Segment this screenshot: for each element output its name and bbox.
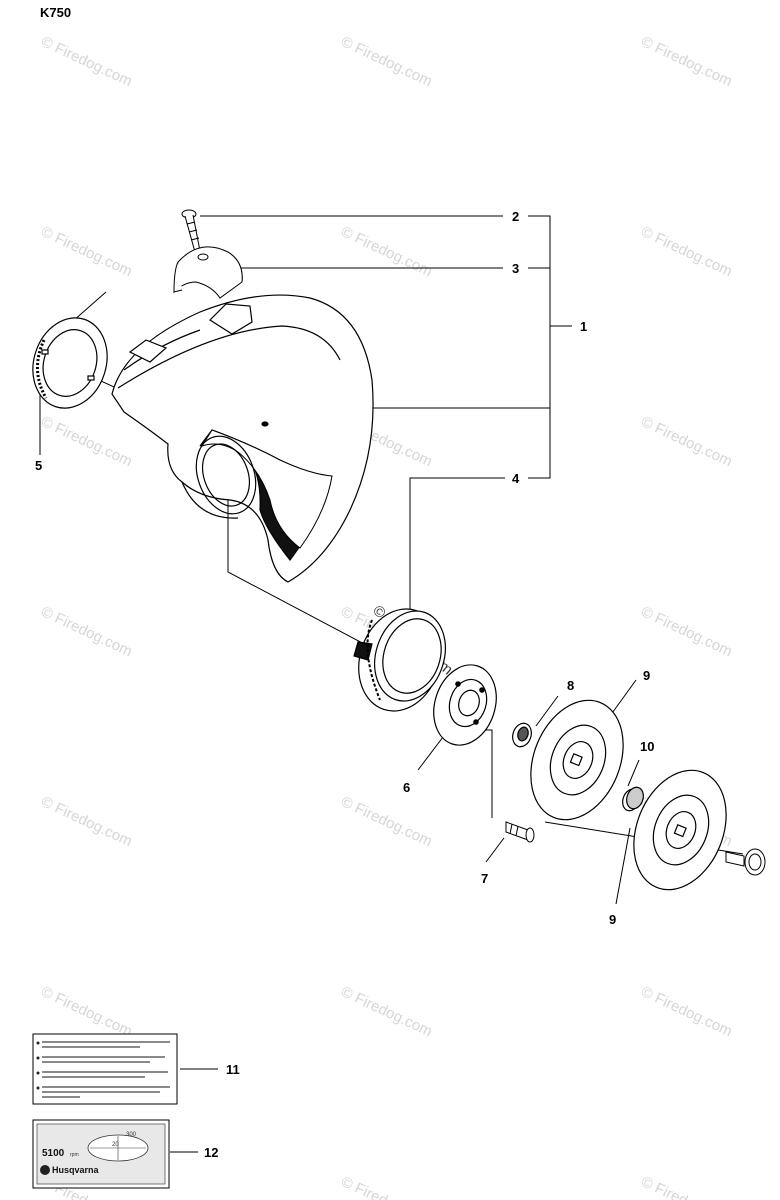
bolt-icon <box>725 848 766 876</box>
bolt-icon <box>181 209 201 253</box>
callout-7: 7 <box>481 871 488 886</box>
callout-4: 4 <box>512 471 520 486</box>
watermark: © Firedog.com <box>638 413 735 470</box>
callout-8: 8 <box>567 678 574 693</box>
clamp-icon <box>173 246 243 299</box>
callout-1: 1 <box>580 319 587 334</box>
bearing-housing-icon <box>353 608 446 712</box>
callout-9-upper: 9 <box>643 668 650 683</box>
bushing-icon <box>622 786 644 812</box>
watermark: © Firedog.com <box>338 1173 435 1200</box>
watermark: © Firedog.com <box>638 603 735 660</box>
warning-label-icon <box>32 1033 178 1105</box>
watermark: © Firedog.com <box>638 33 735 90</box>
callout-11: 11 <box>226 1062 240 1077</box>
callout-3: 3 <box>512 261 519 276</box>
watermark: © Firedog.com <box>638 983 735 1040</box>
callout-2: 2 <box>512 209 519 224</box>
watermark: © Firedog.com <box>338 223 435 280</box>
watermark: © Firedog.com <box>38 603 135 660</box>
rpm-value: 5100 <box>42 1148 65 1159</box>
flange-icon <box>530 699 624 821</box>
washer-icon <box>512 722 532 748</box>
watermark: © Firedog.com <box>38 33 135 90</box>
callout-10: 10 <box>640 739 654 754</box>
watermark: © Firedog.com <box>38 223 135 280</box>
watermark: © Firedog.com <box>638 1173 735 1200</box>
watermark: © Firedog.com <box>338 793 435 850</box>
watermark: © Firedog.com <box>38 793 135 850</box>
watermark: © Firedog.com <box>38 983 135 1040</box>
callout-9-lower: 9 <box>609 912 616 927</box>
dial-mid: 20 <box>112 1142 119 1148</box>
callout-6: 6 <box>403 780 410 795</box>
watermark: © Firedog.com <box>338 33 435 90</box>
callouts: 2 3 1 4 5 6 7 8 9 10 9 11 12 <box>35 209 654 1160</box>
rpm-unit: rpm <box>70 1152 79 1158</box>
dial-top: 300 <box>126 1132 137 1138</box>
watermark: © Firedog.com <box>638 223 735 280</box>
flange-icon <box>633 769 727 891</box>
callout-12: 12 <box>204 1145 218 1160</box>
watermark: © Firedog.com <box>38 413 135 470</box>
watermark: © Firedog.com <box>338 983 435 1040</box>
bolt-icon <box>505 821 535 843</box>
guard-ring-icon <box>32 317 108 409</box>
flange-icon <box>433 664 497 746</box>
rpm-decal-icon: 5100 rpm 300 20 Husqvarna <box>32 1119 170 1189</box>
blade-guard-icon <box>111 294 374 583</box>
brand-name: Husqvarna <box>52 1165 100 1175</box>
model-title: K750 <box>40 5 72 20</box>
callout-5: 5 <box>35 458 42 473</box>
